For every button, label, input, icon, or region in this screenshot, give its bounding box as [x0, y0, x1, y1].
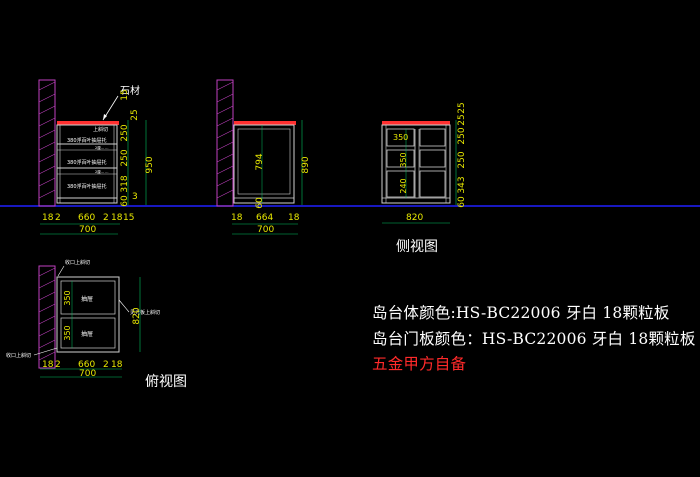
v4-bottom-18b: 18	[111, 360, 123, 370]
v3-right-343: 343	[457, 176, 467, 193]
v1-total-width: 700	[79, 225, 96, 235]
material-label: 石材	[120, 84, 140, 97]
v1-bottom-660: 660	[78, 213, 95, 223]
v4-total-depth: 820	[132, 307, 142, 324]
drawer-label-1: 380浮百叶抽屉托	[67, 137, 107, 144]
v1-bottom-18a: 18	[42, 213, 54, 223]
v2-bottom-18b: 18	[288, 213, 300, 223]
view-front-section: 石材 上斜切 380浮百叶抽屉托 2厘... ... 380浮百叶抽屉托 2厘.…	[38, 79, 155, 235]
v4-bottom-18a: 18	[42, 360, 54, 370]
v3-inner-350b: 350	[399, 152, 408, 167]
v1-bottom-18b: 18	[111, 213, 123, 223]
top-view-title: 俯视图	[145, 374, 187, 390]
view-door-front: 794 60 890 18 664 18 700	[216, 79, 311, 235]
countertop-3	[382, 121, 450, 125]
cabinet-plan	[56, 276, 120, 353]
v2-total-height: 890	[301, 156, 311, 173]
side-view-title: 侧视图	[396, 239, 438, 255]
v2-total-width: 700	[257, 225, 274, 235]
v1-dim-15: 15	[120, 89, 130, 100]
v1-dim-318: 318	[120, 175, 130, 192]
v2-base: 60	[255, 197, 265, 209]
door-color-note: 岛台门板颜色：HS-BC22006 牙白 18颗粒板	[372, 330, 696, 348]
v4-bottom-660: 660	[78, 360, 95, 370]
top-edge-label: 收口上斜切	[65, 259, 90, 266]
small-label-2: 2厘... ...	[95, 169, 109, 174]
v3-right-25b: 25	[457, 114, 467, 125]
v2-bottom-664: 664	[256, 213, 273, 223]
v1-dim-3: 3	[132, 192, 138, 202]
v3-inner-350a: 350	[393, 133, 408, 142]
v3-total-width: 820	[406, 213, 423, 223]
v1-dim-25: 25	[130, 109, 140, 120]
drawer-label-bottom: 抽屉	[81, 330, 93, 338]
v4-bottom-2a: 2	[55, 360, 61, 370]
drawer-label-3: 380浮百叶抽屉托	[67, 183, 107, 190]
wall-hatch-1	[38, 79, 56, 207]
bottom-edge-label: 收口上斜切	[6, 352, 31, 359]
drawer-label-2: 380浮百叶抽屉托	[67, 159, 107, 166]
v1-dim-250a: 250	[120, 124, 130, 141]
view-side: 350 350 240 25 25 250 250 343 60 820 侧视图	[381, 102, 467, 255]
hardware-note: 五金甲方自备	[372, 355, 467, 373]
countertop-1	[57, 121, 119, 125]
v3-inner-240: 240	[399, 178, 408, 193]
v4-height-350b: 350	[63, 325, 72, 340]
small-label-1: 2厘... ...	[95, 145, 109, 150]
v1-dim-60: 60	[120, 195, 130, 207]
body-color-note: 岛台体颜色:HS-BC22006 牙白 18颗粒板	[372, 304, 670, 322]
right-edge-label: 见光板上斜切	[130, 309, 160, 316]
v4-bottom-2b: 2	[103, 360, 109, 370]
v1-bottom-2a: 2	[55, 213, 61, 223]
v1-bottom-15: 15	[123, 213, 134, 223]
v2-bottom-18a: 18	[231, 213, 243, 223]
v4-total-width: 700	[79, 369, 96, 379]
v3-right-25a: 25	[457, 102, 467, 113]
cabinet-body-3	[381, 124, 451, 204]
cabinet-body-1	[56, 124, 118, 204]
countertop-2	[234, 121, 296, 125]
v4-height-350a: 350	[63, 290, 72, 305]
v3-right-250b: 250	[457, 151, 467, 168]
v1-total-height: 950	[145, 156, 155, 173]
wall-hatch-2	[216, 79, 234, 207]
v1-bottom-2b: 2	[103, 213, 109, 223]
v1-dim-250b: 250	[120, 149, 130, 166]
drawer-top-label: 上斜切	[93, 126, 108, 133]
wall-hatch-4	[38, 265, 56, 369]
view-top: 350 350 抽屉 抽屉 收口上斜切 见光板上斜切 收口上斜切 820 18 …	[6, 259, 187, 390]
v2-inner-height: 794	[255, 153, 265, 170]
v3-right-60: 60	[457, 196, 467, 208]
cabinet-body-2	[233, 124, 295, 204]
v3-right-250a: 250	[457, 127, 467, 144]
drawer-label-top: 抽屉	[81, 295, 93, 303]
